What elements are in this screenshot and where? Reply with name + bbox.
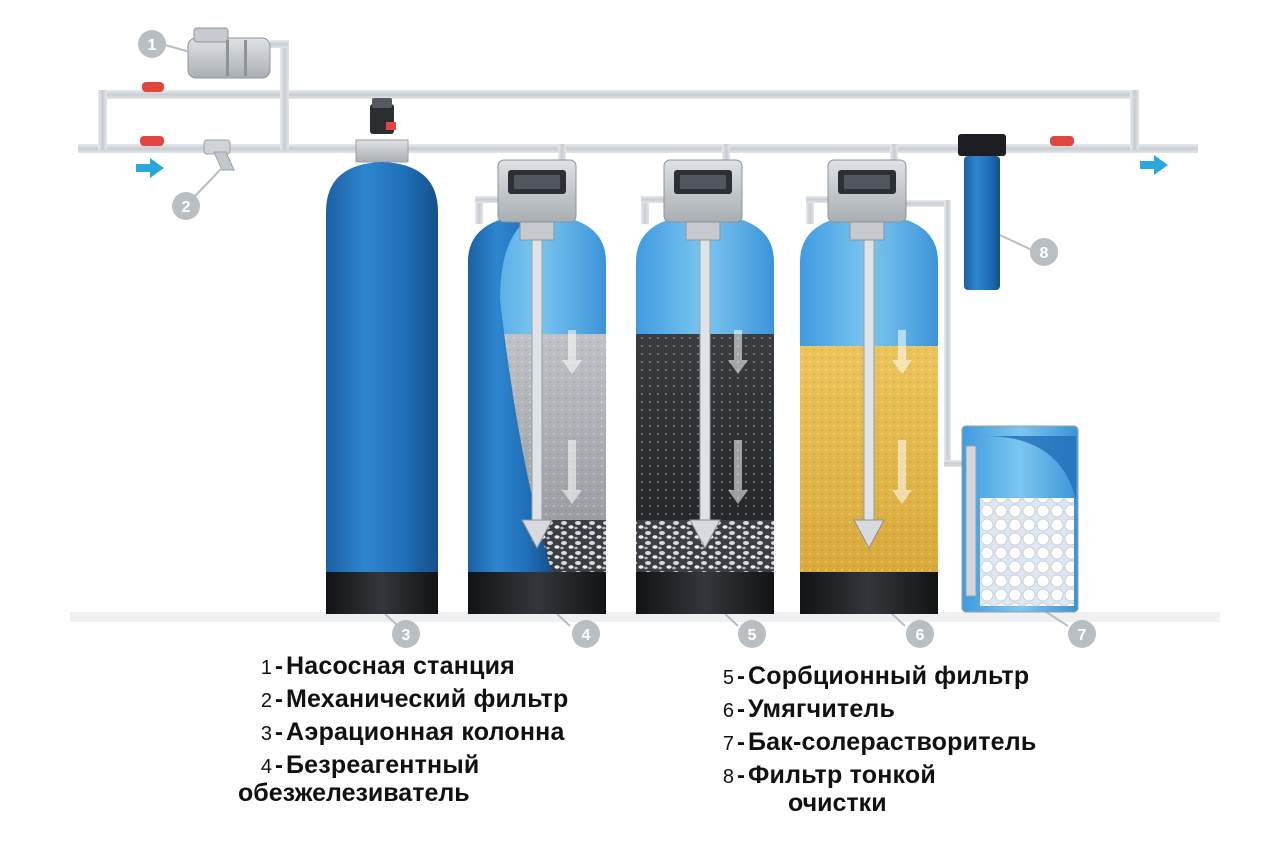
legend-item-2: 2-Механический фильтр [246, 685, 568, 718]
svg-text:8: 8 [1040, 245, 1049, 262]
badge-6: 6 [906, 620, 934, 648]
svg-text:3: 3 [402, 627, 411, 644]
legend-number: 1 [260, 657, 272, 679]
strainer-icon [203, 139, 235, 171]
legend-item-5: 5-Сорбционный фильтр [708, 662, 1036, 695]
badge-7: 7 [1068, 620, 1096, 648]
legend-item-8-cont: очистки [788, 789, 1036, 822]
valve-icon [140, 82, 1074, 146]
legend-label: Фильтр тонкой [748, 761, 936, 789]
svg-text:2: 2 [182, 199, 191, 216]
badge-4: 4 [572, 620, 600, 648]
legend-number: 5 [722, 667, 734, 689]
legend-item-3: 3-Аэрационная колонна [246, 718, 568, 751]
number-badges: 1 2 3 4 5 6 7 8 [138, 30, 1096, 648]
flow-arrow-icon [136, 155, 1168, 178]
legend-label: Умягчитель [748, 695, 896, 723]
legend-label-continued: обезжелезиватель [238, 779, 470, 807]
legend-item-4-cont: обезжелезиватель [238, 779, 568, 812]
brine-tank [961, 425, 1079, 613]
legend-left: 1-Насосная станция 2-Механический фильтр… [238, 652, 568, 812]
fine-filter [958, 134, 1006, 290]
legend-number: 7 [722, 733, 734, 755]
legend-number: 3 [260, 723, 272, 745]
svg-text:1: 1 [148, 37, 157, 54]
legend-number: 4 [260, 756, 272, 778]
down-arrow-icon [562, 330, 912, 504]
legend-label: Сорбционный фильтр [748, 662, 1030, 690]
legend-number: 6 [722, 700, 734, 722]
control-valve-icon [497, 159, 907, 241]
legend-label: Бак-солерастворитель [748, 728, 1037, 756]
legend-label: Аэрационная колонна [286, 718, 565, 746]
aeration-column [326, 98, 438, 614]
legend-label: Насосная станция [286, 652, 515, 680]
badge-1: 1 [138, 30, 166, 58]
svg-text:4: 4 [582, 627, 591, 644]
svg-text:7: 7 [1078, 627, 1087, 644]
legend-label-continued: очистки [788, 789, 887, 817]
svg-text:6: 6 [916, 627, 925, 644]
legend-item-1: 1-Насосная станция [246, 652, 568, 685]
legend-label: Механический фильтр [286, 685, 569, 713]
badge-3: 3 [392, 620, 420, 648]
filtration-diagram: 1 2 3 4 5 6 7 8 [70, 27, 1220, 648]
pump-icon [187, 27, 271, 79]
floor [70, 612, 1220, 622]
legend-number: 2 [260, 690, 272, 712]
legend-item-6: 6-Умягчитель [708, 695, 1036, 728]
badge-2: 2 [172, 192, 200, 220]
badge-5: 5 [738, 620, 766, 648]
legend-label: Безреагентный [286, 751, 480, 779]
legend-item-8: 8-Фильтр тонкой [708, 761, 1036, 789]
legend-number: 8 [722, 766, 734, 788]
svg-text:5: 5 [748, 627, 757, 644]
badge-8: 8 [1030, 238, 1058, 266]
legend-item-7: 7-Бак-солерастворитель [708, 728, 1036, 761]
legend-right: 5-Сорбционный фильтр 6-Умягчитель 7-Бак-… [708, 662, 1036, 822]
legend-item-4: 4-Безреагентный [246, 751, 568, 779]
